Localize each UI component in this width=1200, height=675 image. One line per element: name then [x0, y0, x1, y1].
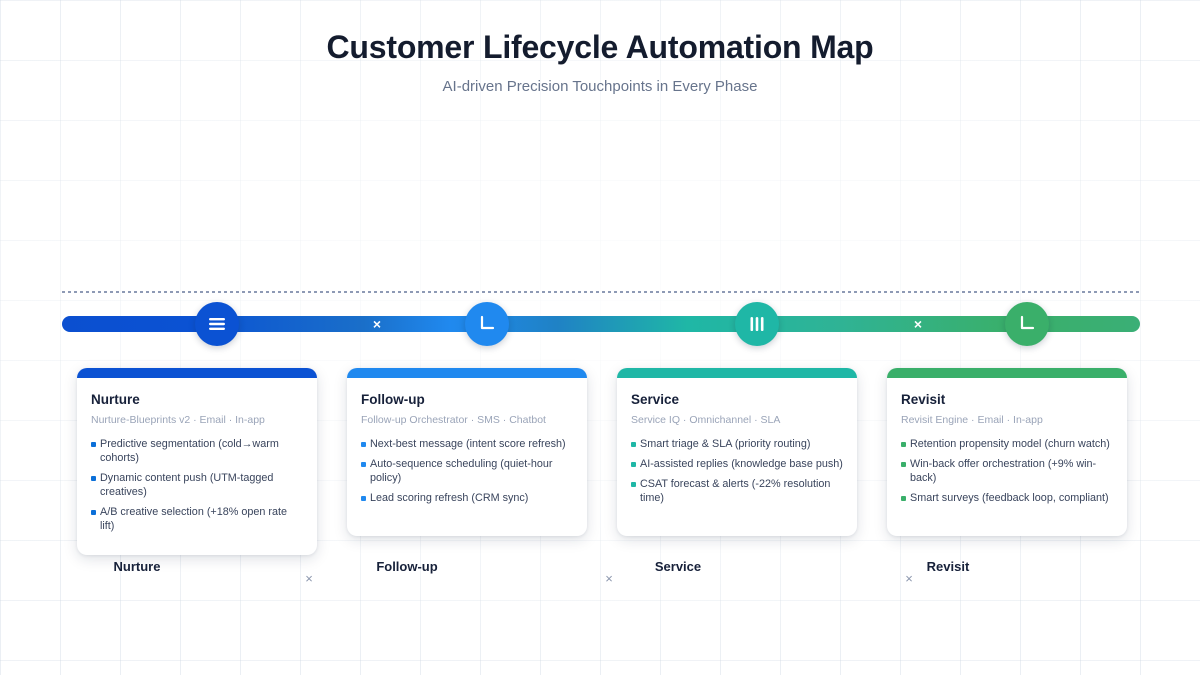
- phase-separator-marker-1: ×: [305, 571, 313, 586]
- lifecycle-timeline: × ×: [0, 302, 1200, 346]
- list-item-text: CSAT forecast & alerts (-22% resolution …: [640, 477, 831, 504]
- page-title: Customer Lifecycle Automation Map: [326, 29, 874, 65]
- list-item: Lead scoring refresh (CRM sync): [361, 491, 573, 505]
- list-item: Next-best message (intent score refresh): [361, 437, 573, 451]
- list-item-text: Smart triage & SLA (priority routing): [640, 437, 811, 450]
- corner-bracket-icon: [477, 315, 497, 333]
- card-accent-bar: [347, 368, 587, 378]
- phase-card-service[interactable]: Service Service IQ · Omnichannel · SLA S…: [617, 368, 857, 536]
- list-item-text: Lead scoring refresh (CRM sync): [370, 491, 529, 504]
- timeline-node-followup[interactable]: [465, 302, 509, 346]
- list-item: A/B creative selection (+18% open rate l…: [91, 505, 303, 533]
- card-feature-list: Next-best message (intent score refresh)…: [361, 437, 573, 505]
- rail-marker-1: ×: [372, 316, 382, 332]
- card-meta: Follow-up Orchestrator · SMS · Chatbot: [361, 414, 546, 427]
- card-body: Follow-up Follow-up Orchestrator · SMS ·…: [347, 378, 587, 505]
- card-title: Nurture: [91, 392, 140, 407]
- card-accent-bar: [77, 368, 317, 378]
- phase-label-revisit: Revisit: [926, 559, 970, 574]
- card-body: Nurture Nurture-Blueprints v2 · Email · …: [77, 378, 317, 533]
- card-title: Follow-up: [361, 392, 425, 407]
- phase-card-revisit[interactable]: Revisit Revisit Engine · Email · In-app …: [887, 368, 1127, 536]
- list-item: Retention propensity model (churn watch): [901, 437, 1113, 451]
- list-item: CSAT forecast & alerts (-22% resolution …: [631, 477, 843, 505]
- dotted-guide-line: [62, 291, 1140, 293]
- card-accent-bar: [617, 368, 857, 378]
- list-item-text: Auto-sequence scheduling (quiet-hour pol…: [370, 457, 553, 484]
- card-title: Revisit: [901, 392, 946, 407]
- list-item: Smart surveys (feedback loop, compliant): [901, 491, 1113, 505]
- card-meta: Nurture-Blueprints v2 · Email · In-app: [91, 414, 265, 427]
- bars-vertical-icon: [748, 314, 766, 334]
- card-meta: Service IQ · Omnichannel · SLA: [631, 414, 781, 427]
- list-item: Predictive segmentation (cold→warm cohor…: [91, 437, 303, 465]
- list-item: Auto-sequence scheduling (quiet-hour pol…: [361, 457, 573, 485]
- list-item-text: AI-assisted replies (knowledge base push…: [640, 457, 843, 470]
- card-body: Service Service IQ · Omnichannel · SLA S…: [617, 378, 857, 505]
- timeline-node-revisit[interactable]: [1005, 302, 1049, 346]
- phase-card-nurture[interactable]: Nurture Nurture-Blueprints v2 · Email · …: [77, 368, 317, 555]
- card-feature-list: Smart triage & SLA (priority routing) AI…: [631, 437, 843, 505]
- list-item: AI-assisted replies (knowledge base push…: [631, 457, 843, 471]
- phase-separator-marker-2: ×: [605, 571, 613, 586]
- card-feature-list: Retention propensity model (churn watch)…: [901, 437, 1113, 505]
- list-item-text: Dynamic content push (UTM-tagged creativ…: [100, 471, 274, 498]
- page-header: Customer Lifecycle Automation Map AI-dri…: [0, 28, 1200, 96]
- card-feature-list: Predictive segmentation (cold→warm cohor…: [91, 437, 303, 533]
- card-body: Revisit Revisit Engine · Email · In-app …: [887, 378, 1127, 505]
- list-item-text: Predictive segmentation (cold→warm cohor…: [100, 437, 279, 464]
- list-item-text: Retention propensity model (churn watch): [910, 437, 1110, 450]
- list-item-text: Smart surveys (feedback loop, compliant): [910, 491, 1109, 504]
- list-item: Dynamic content push (UTM-tagged creativ…: [91, 471, 303, 499]
- phase-label-nurture: Nurture: [113, 559, 161, 574]
- list-item: Win-back offer orchestration (+9% win-ba…: [901, 457, 1113, 485]
- phase-separator-marker-3: ×: [905, 571, 913, 586]
- list-item: Smart triage & SLA (priority routing): [631, 437, 843, 451]
- list-item-text: Win-back offer orchestration (+9% win-ba…: [910, 457, 1097, 484]
- corner-bracket-icon: [1017, 315, 1037, 333]
- card-meta: Revisit Engine · Email · In-app: [901, 414, 1043, 427]
- timeline-node-nurture[interactable]: [195, 302, 239, 346]
- card-accent-bar: [887, 368, 1127, 378]
- list-item-text: Next-best message (intent score refresh): [370, 437, 566, 450]
- list-item-text: A/B creative selection (+18% open rate l…: [100, 505, 287, 532]
- phase-label-followup: Follow-up: [376, 559, 438, 574]
- timeline-node-service[interactable]: [735, 302, 779, 346]
- phase-label-service: Service: [654, 559, 702, 574]
- menu-lines-icon: [207, 316, 227, 332]
- rail-marker-2: ×: [913, 316, 923, 332]
- timeline-rail: [62, 316, 1140, 332]
- page-subtitle: AI-driven Precision Touchpoints in Every…: [442, 78, 758, 96]
- card-title: Service: [631, 392, 680, 407]
- phase-card-followup[interactable]: Follow-up Follow-up Orchestrator · SMS ·…: [347, 368, 587, 536]
